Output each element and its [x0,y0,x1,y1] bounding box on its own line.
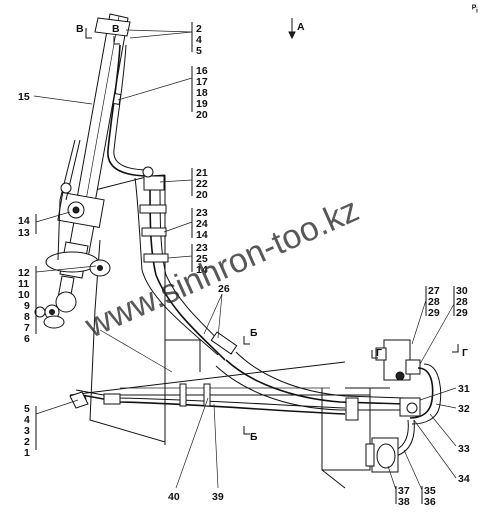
watermark-text: www.sinhron-too.kz [79,191,365,346]
callout-23b: 23 [196,242,208,254]
callout-14b: 14 [196,229,208,241]
callout-9: 9 [24,300,30,312]
section-b-right-label: В [112,23,120,35]
callout-numbers: 2 4 5 16 17 18 19 20 21 22 20 23 24 14 2… [18,23,470,508]
callout-24: 24 [196,218,208,230]
upper-hoses [107,44,238,361]
pressure-accumulator [365,437,399,473]
valve-block [375,339,442,457]
callout-26: 26 [218,283,230,295]
callout-21: 21 [196,167,208,179]
hydraulic-cylinder [34,13,131,329]
callout-15: 15 [18,91,30,103]
callout-2b: 2 [24,436,30,448]
callout-18: 18 [196,87,208,99]
view-a-label: A [297,21,305,33]
callout-17: 17 [196,76,208,88]
section-g-right-label: Г [462,347,468,359]
callout-3: 3 [24,425,30,437]
callout-36: 36 [424,496,436,508]
callout-29: 29 [428,307,440,319]
section-b2-top-label: Б [250,327,258,339]
callout-5: 5 [196,45,202,57]
corner-mark: ᴾᵢ [472,4,478,15]
section-g-left-label: Г [376,347,382,359]
callout-33: 33 [458,443,470,455]
section-b-left-label: В [76,23,84,35]
callout-10: 10 [18,289,30,301]
callout-25: 25 [196,253,208,265]
callout-8: 8 [24,311,30,323]
callout-11: 11 [18,278,29,290]
callout-23: 23 [196,207,208,219]
callout-27: 27 [428,285,440,297]
callout-22: 22 [196,178,208,190]
callout-30: 30 [456,285,468,297]
section-b2-bottom-label: Б [250,431,258,443]
callout-14: 14 [18,215,30,227]
callout-28: 28 [428,296,440,308]
callout-13: 13 [18,227,30,239]
callout-5b: 5 [24,403,30,415]
callout-14c: 14 [196,264,208,276]
callout-34: 34 [458,473,470,485]
frame-plates [69,174,390,489]
callout-35: 35 [424,485,436,497]
callout-28b: 28 [456,296,468,308]
callout-2: 2 [196,23,202,35]
callout-19: 19 [196,98,208,110]
callout-29b: 29 [456,307,468,319]
callout-4: 4 [196,34,202,46]
callout-1: 1 [24,447,30,459]
callout-31: 31 [458,383,470,395]
callout-39: 39 [212,491,224,503]
callout-leaders [33,22,457,504]
callout-20b: 20 [196,189,208,201]
callout-7: 7 [24,322,30,334]
view-markers: A В В Б Б Г Г ᴾᵢ [76,4,478,443]
callout-6: 6 [24,333,30,345]
callout-38: 38 [398,496,410,508]
callout-4b: 4 [24,414,30,426]
callout-37: 37 [398,485,410,497]
callout-20: 20 [196,109,208,121]
lower-hose-run [69,351,410,421]
callout-16: 16 [196,65,208,77]
callout-40: 40 [168,491,180,503]
callout-32: 32 [458,403,470,415]
callout-12: 12 [18,267,30,279]
